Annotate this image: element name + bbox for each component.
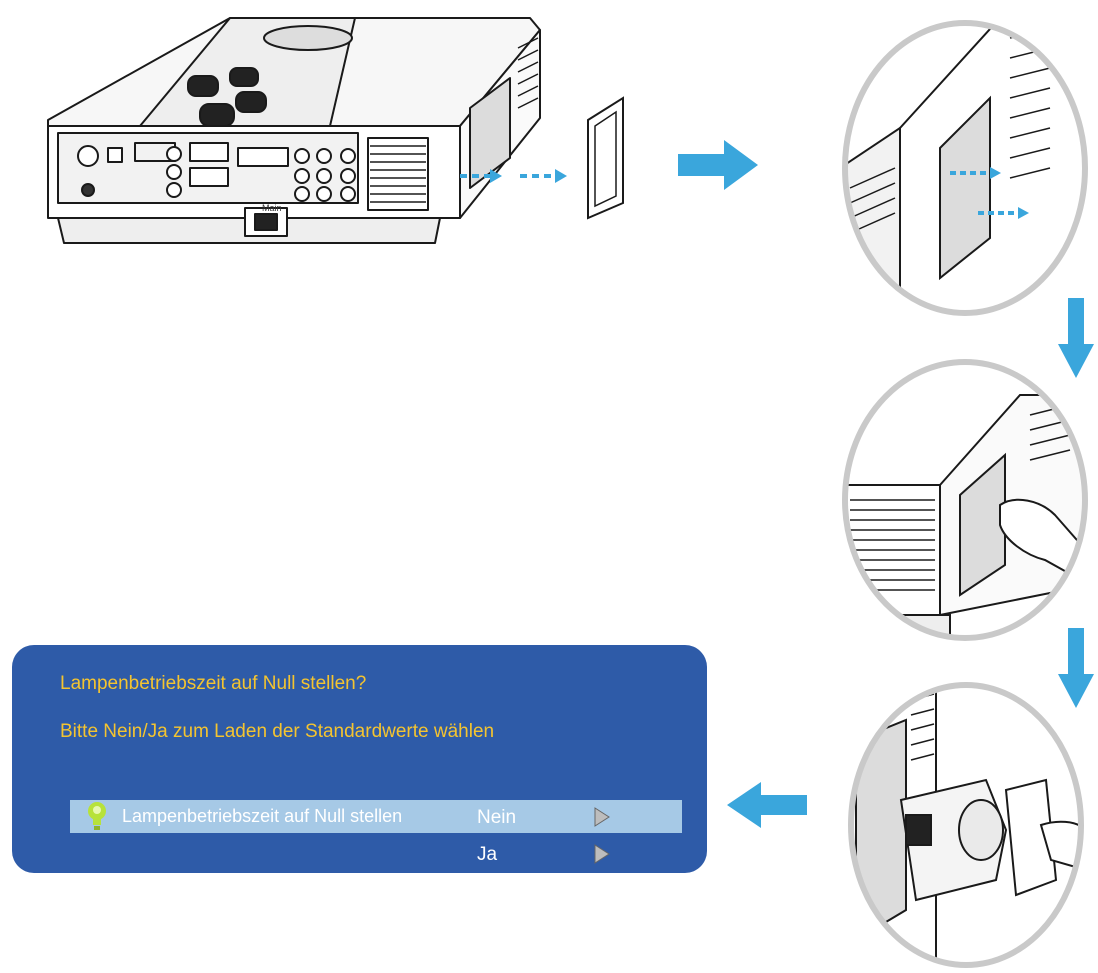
arrow-down-icon [1058, 628, 1094, 710]
arrow-right-icon[interactable] [594, 807, 610, 827]
lamp-reset-dialog: Lampenbetriebszeit auf Null stellen? Bit… [12, 645, 707, 873]
step-circle-lamp-grip [840, 355, 1090, 645]
arrow-down-icon [1058, 298, 1094, 380]
selected-row-highlight[interactable] [70, 800, 682, 833]
dialog-subtitle: Bitte Nein/Ja zum Laden der Standardwert… [60, 721, 495, 742]
lamp-reset-item-label: Lampenbetriebszeit auf Null stellen [122, 806, 403, 826]
step-circle-screws [840, 18, 1090, 318]
lamp-cover-label: Main [262, 203, 282, 213]
projector-illustration: Main [40, 8, 650, 258]
arrow-right-icon [678, 140, 760, 190]
option-nein[interactable]: Nein [477, 807, 517, 828]
lightbulb-icon [87, 800, 107, 832]
dialog-title: Lampenbetriebszeit auf Null stellen? [60, 673, 367, 694]
step-circle-lamp-removed [846, 680, 1086, 970]
arrow-left-icon [727, 782, 809, 828]
arrow-right-icon[interactable] [594, 844, 610, 864]
option-ja[interactable]: Ja [477, 844, 498, 865]
